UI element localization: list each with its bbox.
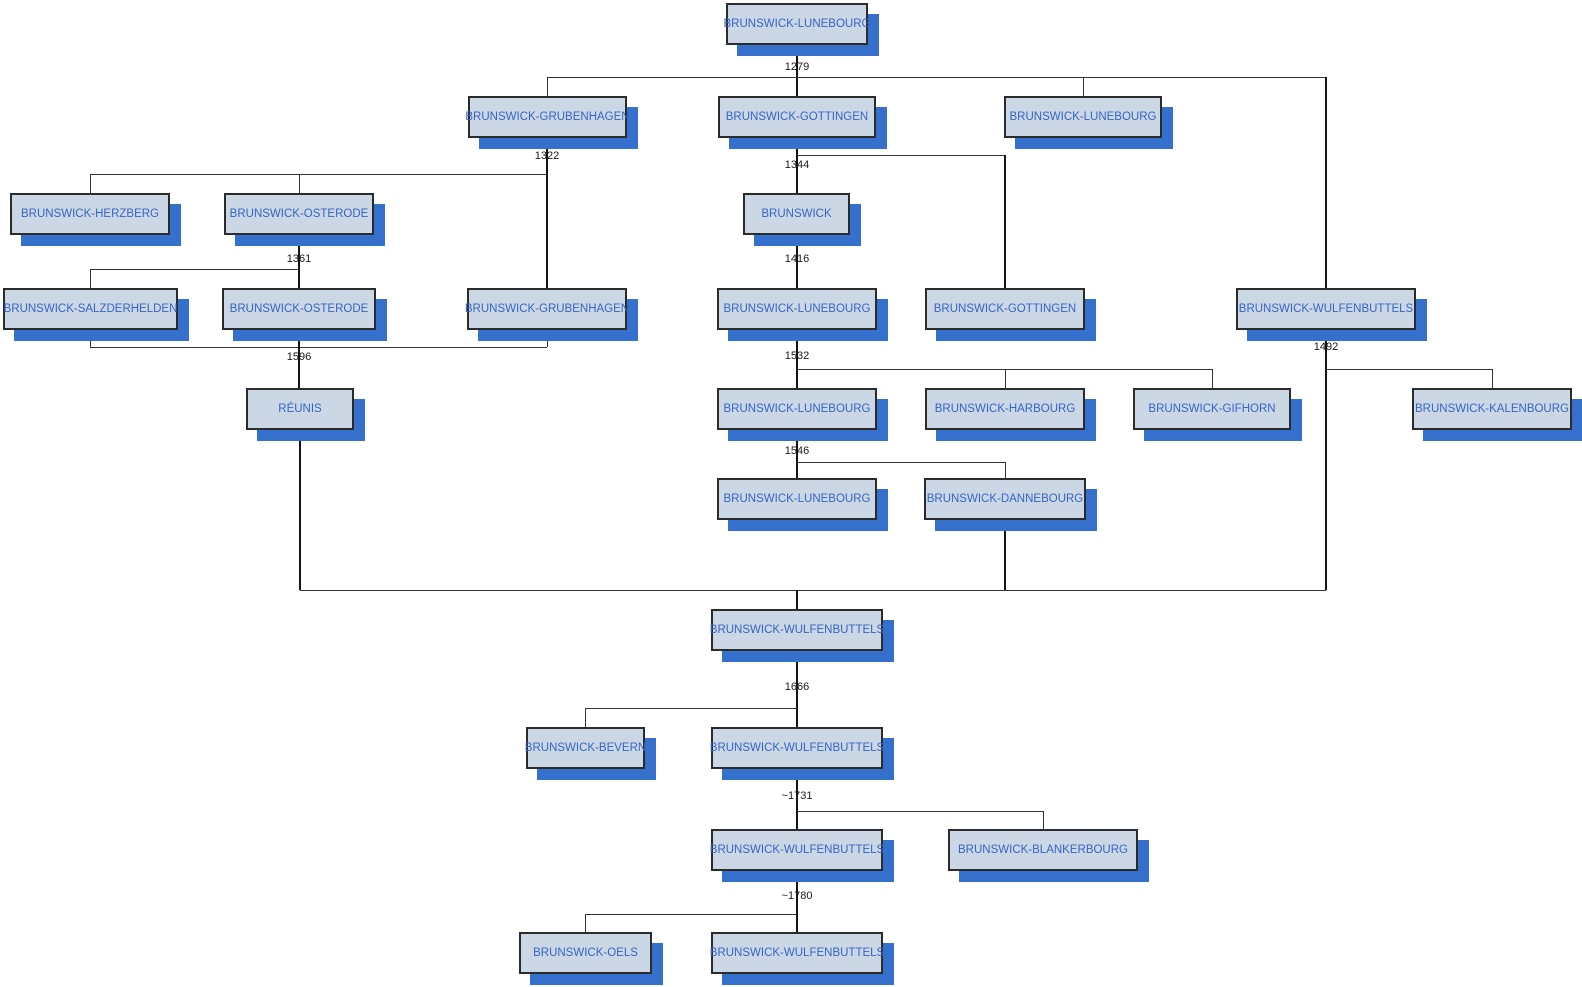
node-dannebourg-6[interactable]: BRUNSWICK-DANNEBOURG: [924, 478, 1086, 520]
connector-line: [90, 269, 91, 288]
node-gifhorn-5[interactable]: BRUNSWICK-GIFHORN: [1133, 388, 1291, 430]
node-wulfenbuttels-4[interactable]: BRUNSWICK-WULFENBUTTELS: [1236, 288, 1416, 330]
connector-line: [90, 330, 91, 347]
connector-line: [1326, 369, 1492, 370]
node-brunswick-3[interactable]: BRUNSWICK: [743, 193, 850, 235]
year-label-1666: 1666: [784, 681, 810, 693]
year-label-1731: ~1731: [781, 790, 813, 802]
node-kalenbourg-5[interactable]: BRUNSWICK-KALENBOURG: [1412, 388, 1572, 430]
connector-line: [1083, 77, 1084, 96]
node-blankerbourg-9[interactable]: BRUNSWICK-BLANKERBOURG: [948, 829, 1138, 871]
year-label-1780: ~1780: [781, 890, 813, 902]
year-label-1596: 1596: [286, 351, 312, 363]
node-gottingen-4[interactable]: BRUNSWICK-GOTTINGEN: [925, 288, 1085, 330]
node-osterode-4[interactable]: BRUNSWICK-OSTERODE: [222, 288, 376, 330]
connector-line: [299, 430, 301, 590]
node-lunebourg-6[interactable]: BRUNSWICK-LUNEBOURG: [717, 478, 877, 520]
connector-line: [1005, 369, 1006, 388]
connector-line: [298, 235, 300, 288]
connector-line: [1492, 369, 1493, 388]
connector-line: [547, 330, 548, 347]
node-lunebourg-4[interactable]: BRUNSWICK-LUNEBOURG: [717, 288, 877, 330]
year-label-1279: 1279: [784, 61, 810, 73]
node-lunebourg-2[interactable]: BRUNSWICK-LUNEBOURG: [1004, 96, 1162, 138]
connector-line: [585, 914, 797, 915]
connector-line: [300, 590, 1326, 591]
connector-line: [1325, 77, 1327, 288]
node-lunebourg-5[interactable]: BRUNSWICK-LUNEBOURG: [717, 388, 877, 430]
connector-line: [1212, 369, 1213, 388]
year-label-1492: 1492: [1313, 341, 1339, 353]
node-grubenhagen-2[interactable]: BRUNSWICK-GRUBENHAGEN: [465, 96, 630, 138]
year-label-1322: 1322: [534, 150, 560, 162]
connector-line: [298, 330, 300, 388]
node-lunebourg-1[interactable]: BRUNSWICK-LUNEBOURG: [724, 3, 870, 45]
connector-line: [90, 347, 547, 348]
connector-line: [796, 768, 798, 829]
node-bevern-8[interactable]: BRUNSWICK-BEVERN: [525, 727, 646, 769]
connector-line: [547, 77, 1326, 78]
node-grubenhagen-4[interactable]: BRUNSWICK-GRUBENHAGEN: [465, 288, 629, 330]
connector-line: [797, 811, 1043, 812]
connector-line: [797, 155, 1005, 156]
node-osterode-3[interactable]: BRUNSWICK-OSTERODE: [224, 193, 374, 235]
connector-line: [299, 174, 300, 193]
connector-line: [796, 590, 798, 609]
connector-line: [90, 269, 299, 270]
node-gottingen-2[interactable]: BRUNSWICK-GOTTINGEN: [718, 96, 876, 138]
connector-line: [796, 138, 798, 193]
connector-line: [585, 708, 797, 709]
node-wulfenbuttels-7[interactable]: BRUNSWICK-WULFENBUTTELS: [710, 609, 884, 651]
node-harbourg-5[interactable]: BRUNSWICK-HARBOURG: [925, 388, 1085, 430]
connector-line: [797, 462, 1005, 463]
connector-line: [90, 174, 547, 175]
year-label-1344: 1344: [784, 159, 810, 171]
connector-line: [796, 430, 798, 478]
connector-line: [1004, 520, 1006, 590]
connector-line: [796, 235, 798, 288]
year-label-1361: 1361: [286, 253, 312, 265]
connector-line: [546, 138, 548, 288]
year-label-1416: 1416: [784, 253, 810, 265]
connector-line: [796, 45, 798, 96]
node-wulfenbuttels-10[interactable]: BRUNSWICK-WULFENBUTTELS: [710, 932, 884, 974]
connector-line: [796, 330, 798, 388]
connector-line: [1325, 330, 1327, 590]
year-label-1532: 1532: [784, 350, 810, 362]
node-reunis-5[interactable]: RÉUNIS: [246, 388, 354, 430]
node-herzberg-3[interactable]: BRUNSWICK-HERZBERG: [10, 193, 170, 235]
node-salzderhelden-4[interactable]: BRUNSWICK-SALZDERHELDEN: [3, 288, 178, 330]
year-label-1546: 1546: [784, 445, 810, 457]
node-wulfenbuttels-8[interactable]: BRUNSWICK-WULFENBUTTELS: [710, 727, 884, 769]
node-wulfenbuttels-9[interactable]: BRUNSWICK-WULFENBUTTELS: [710, 829, 884, 871]
connector-line: [1005, 462, 1006, 478]
connector-line: [90, 174, 91, 193]
connector-line: [796, 651, 798, 727]
connector-line: [585, 708, 586, 727]
connector-line: [585, 914, 586, 932]
connector-line: [547, 77, 548, 96]
connector-line: [796, 871, 798, 932]
connector-line: [1043, 811, 1044, 829]
node-oels-10[interactable]: BRUNSWICK-OELS: [519, 932, 652, 974]
connector-line: [797, 369, 1212, 370]
connector-line: [1004, 155, 1006, 288]
